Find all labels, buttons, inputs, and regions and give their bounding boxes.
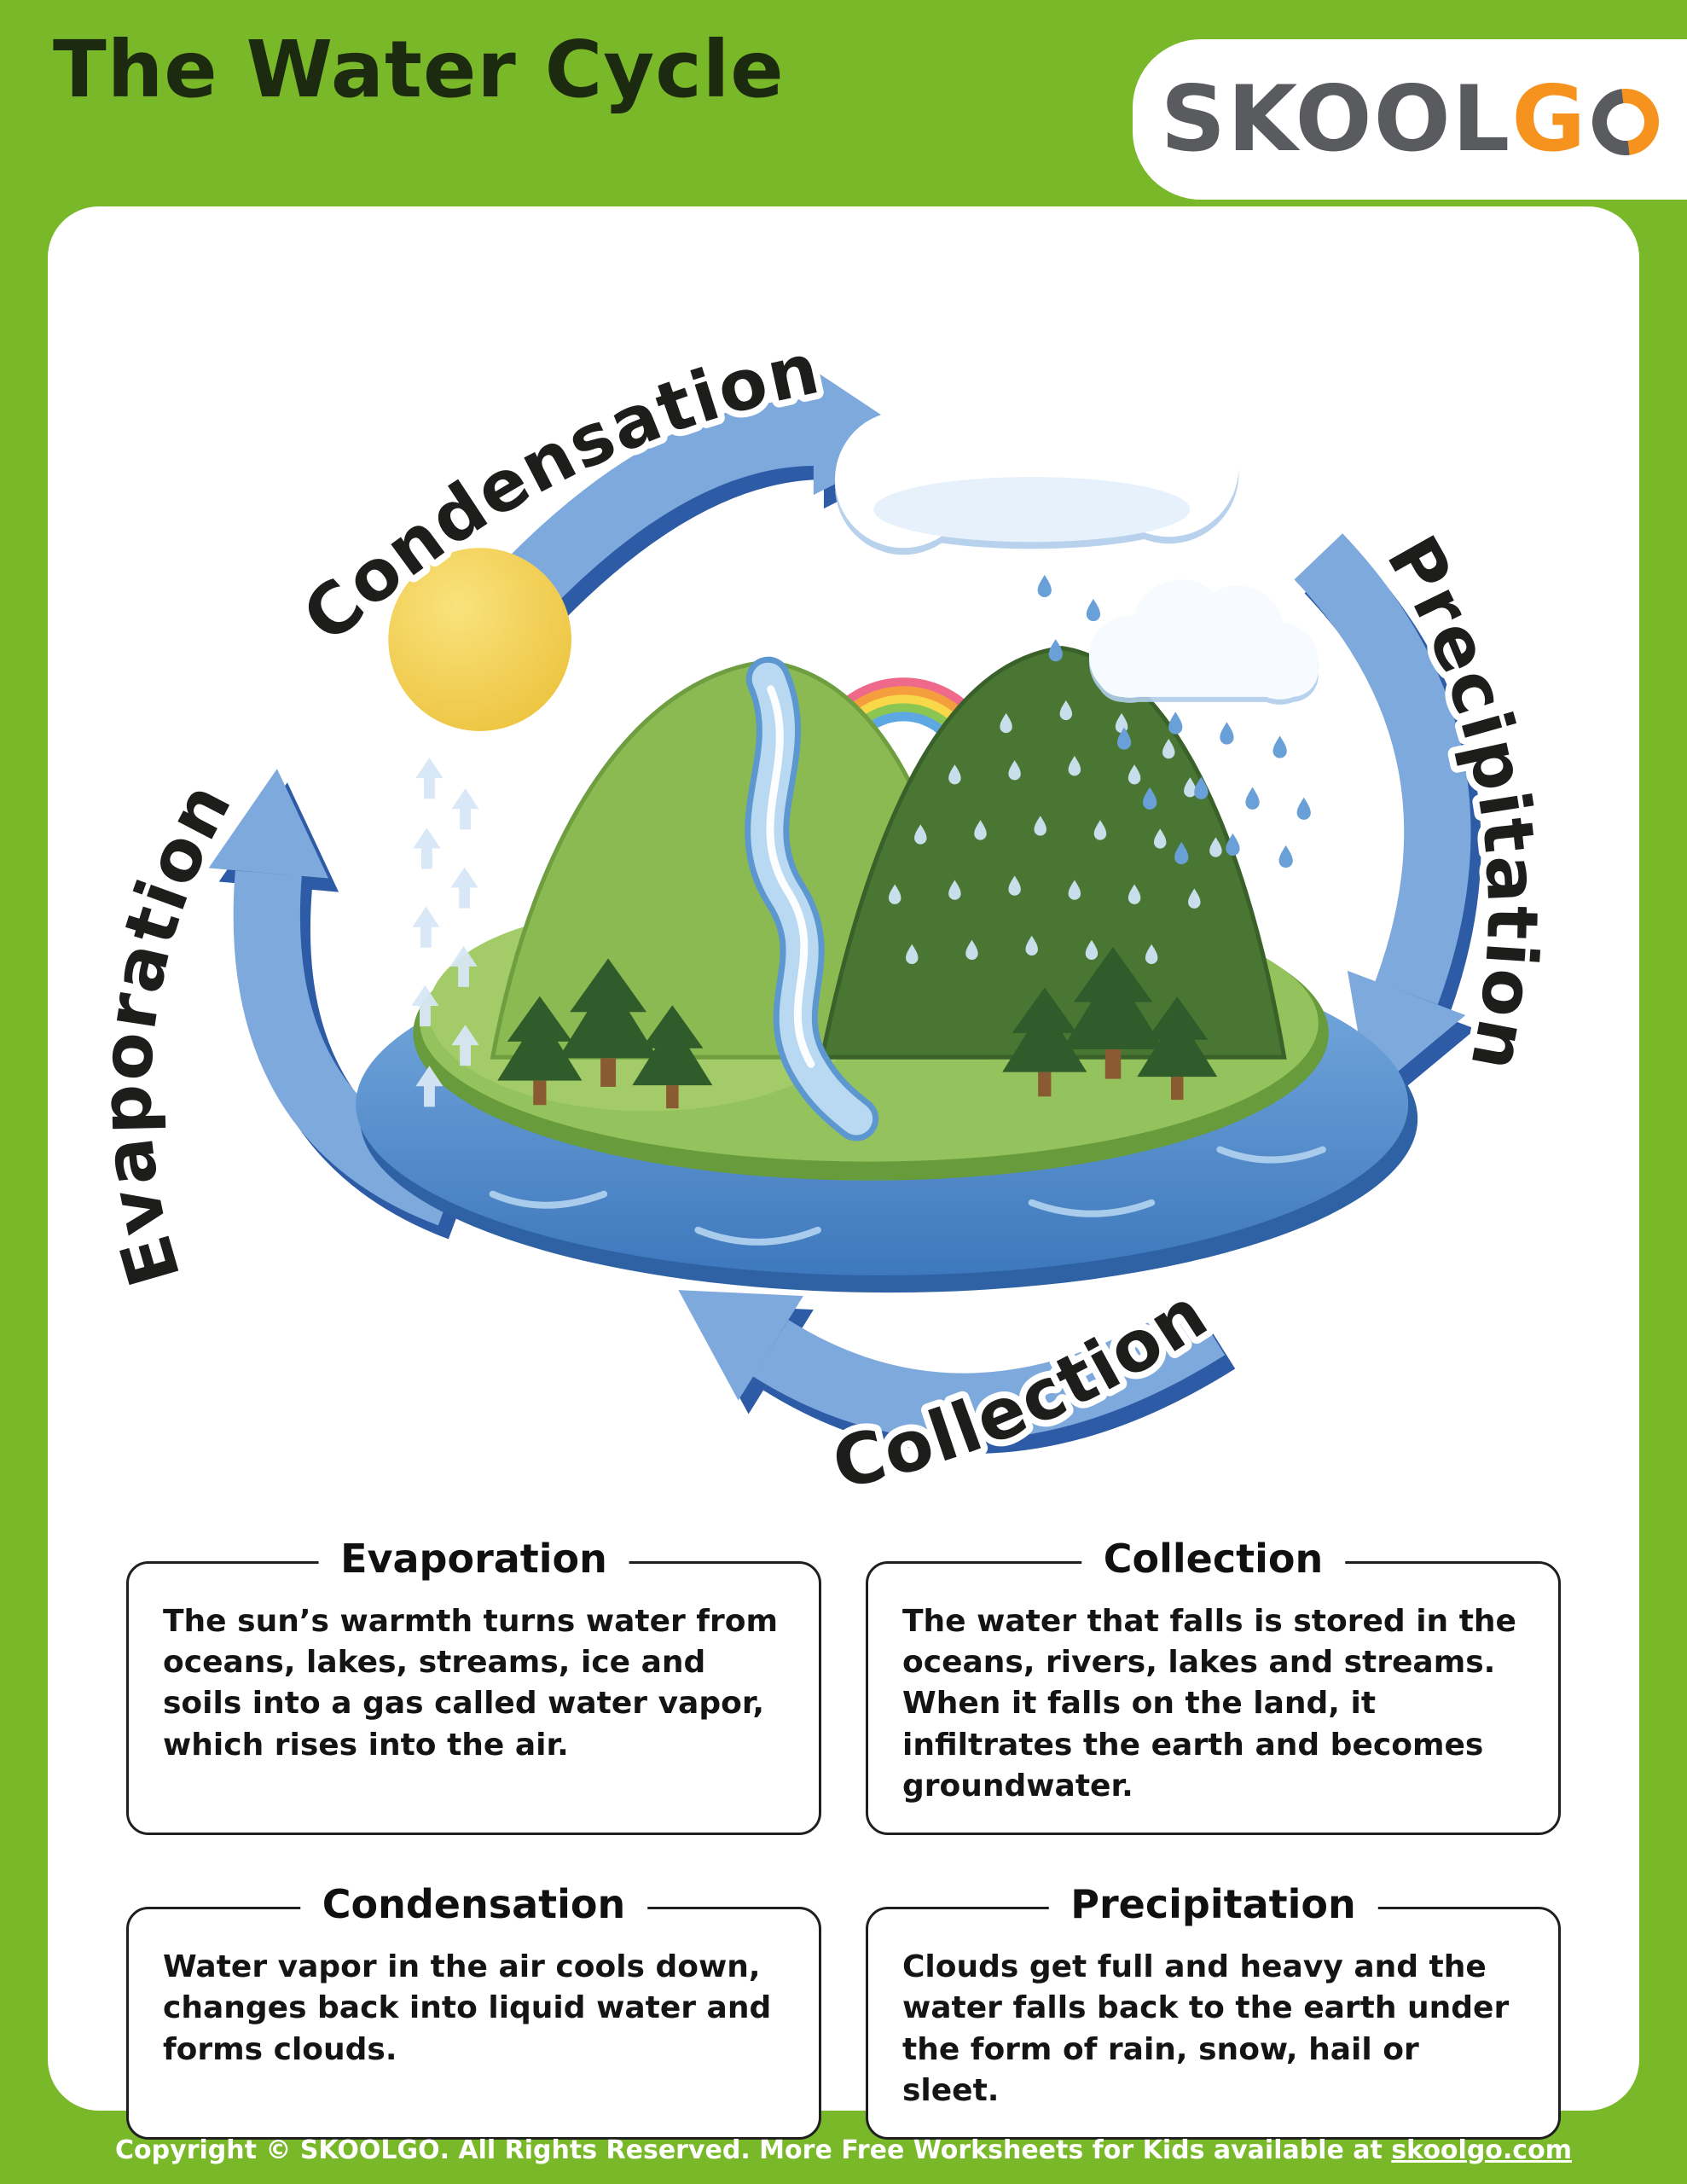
island-illustration <box>356 646 1418 1293</box>
card-body-condensation: Water vapor in the air cools down, chang… <box>163 1949 772 2067</box>
footer-brand: SKOOLGO <box>299 2135 440 2165</box>
footer-middle: . All Rights Reserved. More Free Workshe… <box>439 2135 1392 2165</box>
footer-link-skoolgo[interactable]: skoolgo.com <box>1391 2135 1572 2165</box>
water-cycle-diagram: Condensation Evaporation Precipitation C… <box>79 322 1557 1513</box>
card-title-evaporation: Evaporation <box>318 1536 629 1582</box>
card-collection: Collection The water that falls is store… <box>866 1536 1561 1836</box>
logo-g-text: G <box>1511 67 1588 171</box>
rain-cloud-icon <box>1088 579 1319 700</box>
wave <box>1216 1146 1326 1164</box>
card-evaporation: Evaporation The sun’s warmth turns water… <box>126 1536 821 1836</box>
card-precipitation: Precipitation Clouds get full and heavy … <box>866 1881 1561 2140</box>
card-title-precipitation: Precipitation <box>1048 1881 1378 1928</box>
card-body-evaporation: The sun’s warmth turns water from oceans… <box>163 1604 778 1763</box>
page-title: The Water Cycle <box>53 24 785 115</box>
wave <box>489 1190 608 1209</box>
label-evaporation: Evaporation <box>86 769 248 1294</box>
card-title-condensation: Condensation <box>299 1881 648 1928</box>
footer-copyright: Copyright © SKOOLGO. All Rights Reserved… <box>0 2135 1687 2165</box>
wave <box>1028 1199 1156 1217</box>
card-condensation: Condensation Water vapor in the air cool… <box>126 1881 821 2140</box>
card-title-collection: Collection <box>1081 1536 1346 1582</box>
logo-o-ring-icon <box>1579 75 1673 169</box>
river <box>745 656 879 1141</box>
footer-prefix: Copyright © <box>115 2135 300 2165</box>
sun-icon <box>388 548 571 731</box>
logo-skool-text: SKOOL <box>1160 67 1512 171</box>
card-body-collection: The water that falls is stored in the oc… <box>902 1604 1516 1804</box>
wave <box>694 1226 821 1246</box>
definitions-grid: Evaporation The sun’s warmth turns water… <box>126 1536 1561 2140</box>
big-cloud-icon <box>834 327 1239 549</box>
arrow-collection <box>678 1290 1236 1454</box>
content-sheet: Condensation Evaporation Precipitation C… <box>48 206 1639 2140</box>
card-body-precipitation: Clouds get full and heavy and the water … <box>902 1949 1510 2108</box>
